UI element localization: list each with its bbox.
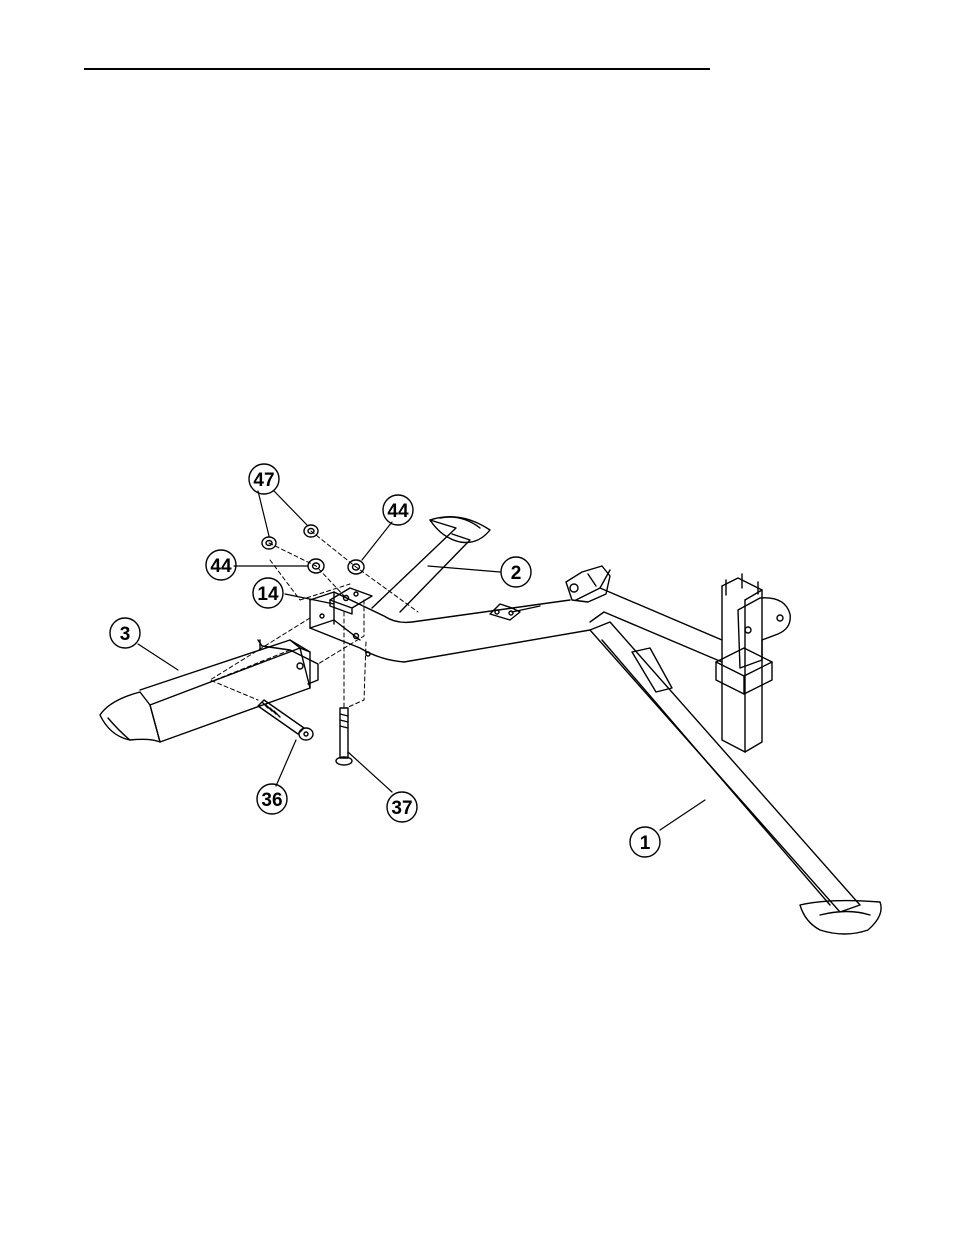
callout-44-upper: 44 [383, 495, 413, 525]
frame-part-2 [372, 517, 490, 612]
frame-bent-tube [310, 592, 590, 662]
callout-36-label: 36 [261, 790, 282, 811]
callout-37: 37 [387, 792, 417, 822]
callout-47: 47 [249, 464, 279, 494]
plate-part-14 [330, 588, 372, 614]
callout-2-label: 2 [511, 563, 522, 584]
callout-1-label: 1 [640, 833, 651, 854]
callout-14: 14 [253, 578, 283, 608]
callout-3: 3 [110, 618, 140, 648]
callout-2: 2 [501, 557, 531, 587]
leg-part-3 [100, 640, 318, 742]
frame-part-1 [566, 566, 881, 934]
callout-47-label: 47 [253, 470, 274, 491]
callout-44-upper-label: 44 [387, 501, 409, 522]
callout-14-label: 14 [257, 584, 279, 605]
callout-3-label: 3 [120, 624, 131, 645]
callout-37-label: 37 [391, 798, 412, 819]
callout-44-lower-label: 44 [210, 556, 232, 577]
callout-44-lower: 44 [206, 550, 236, 580]
callout-1: 1 [630, 827, 660, 857]
callout-36: 36 [257, 784, 287, 814]
